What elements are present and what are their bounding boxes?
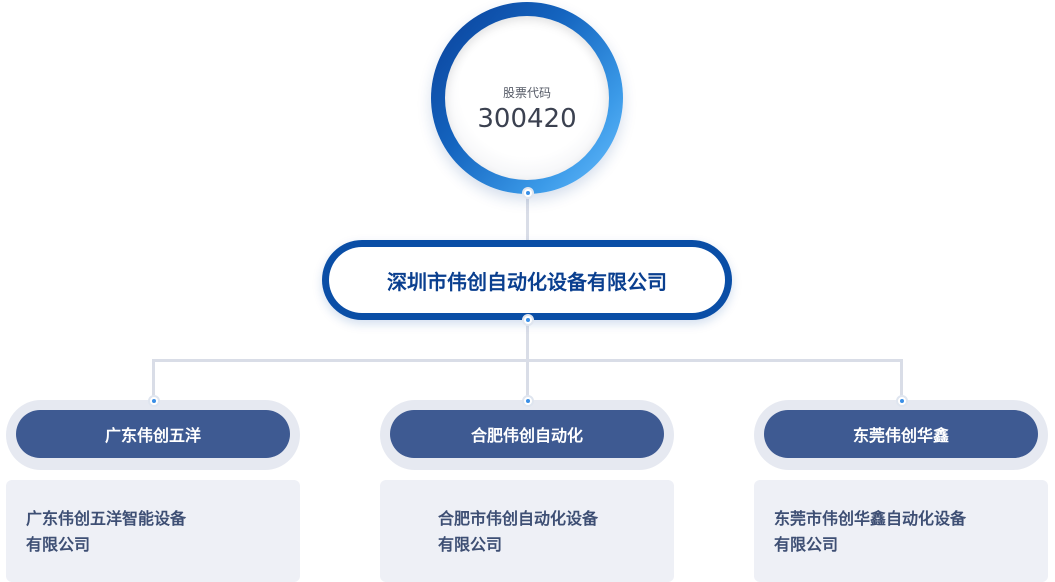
parent-company-name: 深圳市伟创自动化设备有限公司 [387, 269, 667, 294]
subsidiary-node-2: 合肥伟创自动化 [380, 400, 674, 470]
subsidiary-pill-2: 合肥伟创自动化 [390, 410, 664, 458]
subsidiary-pill-3: 东莞伟创华鑫 [764, 410, 1038, 458]
connector-dot-top [522, 187, 534, 199]
parent-company-node: 深圳市伟创自动化设备有限公司 [322, 240, 732, 320]
connector-horizontal [152, 359, 903, 362]
subsidiary-full-name-3-line2: 有限公司 [774, 535, 839, 554]
stock-code-label: 股票代码 [502, 86, 551, 100]
subsidiary-full-name-3: 东莞市伟创华鑫自动化设备 有限公司 [774, 506, 966, 558]
subsidiary-pill-1: 广东伟创五洋 [16, 410, 290, 458]
stock-code-circle: 股票代码 300420 [431, 2, 623, 194]
connector-left-vertical [152, 359, 155, 402]
subsidiary-full-name-3-line1: 东莞市伟创华鑫自动化设备 [774, 509, 967, 528]
connector-right-vertical [900, 359, 903, 402]
stock-code-inner: 股票代码 300420 [445, 16, 609, 180]
connector-dot-left [148, 395, 160, 407]
subsidiary-desc-3: 东莞市伟创华鑫自动化设备 有限公司 [754, 480, 1048, 582]
subsidiary-node-3: 东莞伟创华鑫 [754, 400, 1048, 470]
subsidiary-full-name-2-line1: 合肥市伟创自动化设备 [438, 509, 599, 528]
connector-dot-center [522, 395, 534, 407]
subsidiary-desc-2: 合肥市伟创自动化设备 有限公司 [380, 480, 674, 582]
subsidiary-full-name-1-line1: 广东伟创五洋智能设备 [26, 509, 187, 528]
connector-dot-main [522, 314, 534, 326]
connector-dot-right [896, 395, 908, 407]
parent-company-inner: 深圳市伟创自动化设备有限公司 [329, 247, 725, 313]
subsidiary-full-name-1-line2: 有限公司 [26, 535, 91, 554]
subsidiary-full-name-1: 广东伟创五洋智能设备 有限公司 [26, 506, 186, 558]
subsidiary-full-name-2: 合肥市伟创自动化设备 有限公司 [438, 506, 598, 558]
stock-code-value: 300420 [477, 104, 577, 134]
subsidiary-node-1: 广东伟创五洋 [6, 400, 300, 470]
subsidiary-desc-1: 广东伟创五洋智能设备 有限公司 [6, 480, 300, 582]
subsidiary-full-name-2-line2: 有限公司 [438, 535, 503, 554]
connector-top-vertical [526, 194, 529, 242]
